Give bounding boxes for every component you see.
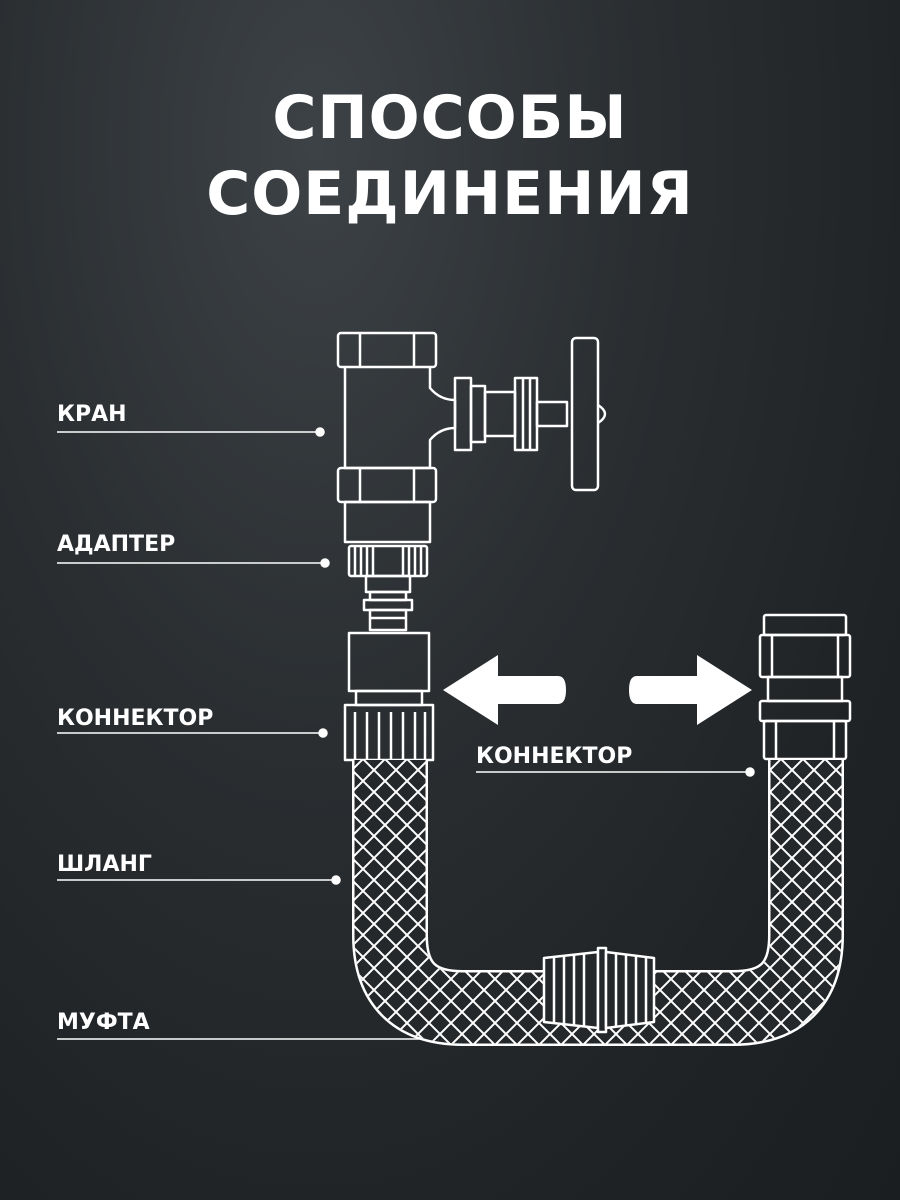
connector-right-icon xyxy=(758,613,852,761)
page-title: СПОСОБЫ СОЕДИНЕНИЯ xyxy=(0,80,900,232)
label-coupling: МУФТА xyxy=(57,1010,150,1035)
label-connector-left: КОННЕКТОР xyxy=(57,706,214,731)
coupling-icon xyxy=(542,946,656,1034)
label-hose: ШЛАНГ xyxy=(57,852,152,877)
arrow-left-icon xyxy=(443,655,566,725)
label-adapter: АДАПТЕР xyxy=(57,532,176,557)
label-connector-right: КОННЕКТОР xyxy=(476,744,633,769)
faucet-icon xyxy=(336,331,607,544)
label-kran: КРАН xyxy=(57,402,127,427)
adapter-icon xyxy=(347,544,429,632)
arrow-right-icon xyxy=(629,655,752,725)
title-line-1: СПОСОБЫ xyxy=(272,83,628,153)
title-line-2: СОЕДИНЕНИЯ xyxy=(206,159,694,229)
connector-left-icon xyxy=(343,631,435,762)
